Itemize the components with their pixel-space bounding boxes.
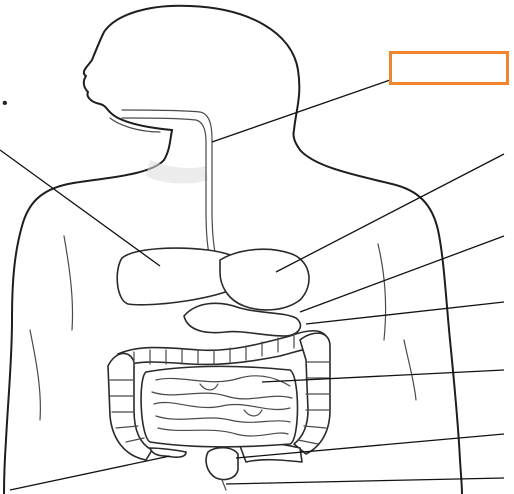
stomach <box>220 249 309 310</box>
leader-appendix <box>10 456 170 490</box>
right-armpit-fold <box>378 244 386 340</box>
leader-stomach <box>276 154 504 272</box>
right-arm-inner <box>404 340 416 400</box>
anus <box>222 480 226 490</box>
left-armpit-fold <box>64 236 73 330</box>
leader-small-intestine <box>262 370 504 382</box>
chest-shading <box>146 160 208 183</box>
label-box-esophagus[interactable] <box>389 51 509 85</box>
rectum <box>206 448 238 480</box>
left-arm-inner <box>30 330 40 420</box>
leader-esophagus <box>212 80 390 142</box>
leader-liver <box>0 150 160 266</box>
leader-pancreas <box>300 236 504 312</box>
head-outline <box>84 6 300 150</box>
small-intestine <box>141 366 297 446</box>
stray-mark: • <box>2 96 8 112</box>
leader-large-intestine <box>306 302 504 324</box>
